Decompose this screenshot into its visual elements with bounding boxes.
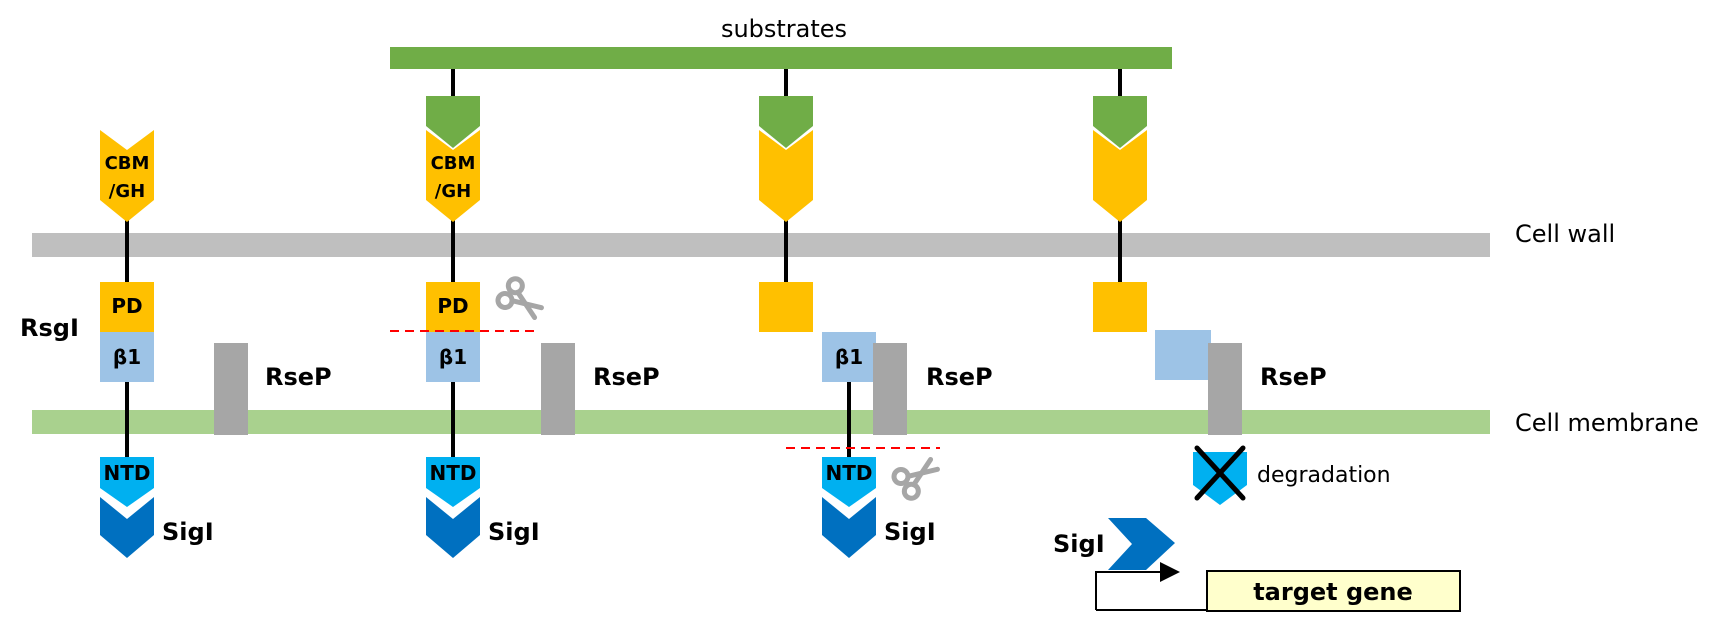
- svg-text:RseP: RseP: [265, 363, 332, 391]
- group-1: CBM /GH PD β1 RseP NTD SigI: [100, 130, 332, 558]
- svg-text:RseP: RseP: [593, 363, 660, 391]
- svg-text:PD: PD: [437, 294, 468, 318]
- svg-text:SigI: SigI: [884, 518, 936, 546]
- cross-icon: [1194, 445, 1246, 501]
- scissors-icon: [891, 456, 940, 501]
- rsep-protease: [1208, 343, 1242, 435]
- cbm-gh-domain: [426, 130, 480, 222]
- ntd-domain: [822, 457, 876, 507]
- substrate-binding-domain: [759, 96, 813, 148]
- target-gene-label: target gene: [1253, 578, 1413, 606]
- cell-membrane: [32, 410, 1490, 434]
- beta1-domain: [822, 332, 876, 382]
- beta1-domain: [426, 332, 480, 382]
- pd-domain: [759, 282, 813, 332]
- cbm-gh-domain: [1093, 130, 1147, 222]
- svg-text:/GH: /GH: [435, 181, 471, 202]
- ntd-domain: [100, 457, 154, 507]
- substrates-label: substrates: [721, 15, 847, 43]
- cell-membrane-label: Cell membrane: [1515, 409, 1699, 437]
- group-3: β1 RseP NTD SigI: [759, 69, 993, 558]
- degraded-ntd: [1193, 452, 1247, 505]
- rsep-protease: [873, 343, 907, 435]
- cbm-gh-domain: [759, 130, 813, 222]
- svg-text:PD: PD: [111, 294, 142, 318]
- ntd-domain: [426, 457, 480, 507]
- svg-text:/GH: /GH: [109, 181, 145, 202]
- scissors-icon: [495, 276, 544, 321]
- svg-text:SigI: SigI: [162, 518, 214, 546]
- sigi-factor: [426, 497, 480, 558]
- rsgi-label: RsgI: [20, 314, 79, 342]
- free-sigi-factor: [1108, 518, 1175, 570]
- beta1-domain: [100, 332, 154, 382]
- substrates-bar: [390, 47, 1172, 69]
- sigi-factor: [100, 497, 154, 558]
- degradation-label: degradation: [1257, 463, 1391, 488]
- pd-domain: [1093, 282, 1147, 332]
- svg-text:β1: β1: [113, 345, 141, 369]
- rsep-protease: [541, 343, 575, 435]
- group-2: CBM /GH PD β1 RseP NTD SigI: [390, 69, 660, 558]
- substrate-binding-domain: [1093, 96, 1147, 148]
- cell-wall-label: Cell wall: [1515, 220, 1615, 248]
- substrate-binding-domain: [426, 96, 480, 148]
- svg-text:CBM: CBM: [431, 153, 476, 174]
- svg-text:CBM: CBM: [105, 153, 150, 174]
- cell-wall: [32, 233, 1490, 257]
- svg-text:β1: β1: [439, 345, 467, 369]
- sigi-factor: [822, 497, 876, 558]
- svg-text:SigI: SigI: [488, 518, 540, 546]
- svg-text:RseP: RseP: [926, 363, 993, 391]
- cbm-gh-domain: [100, 130, 154, 222]
- beta1-fragment: [1155, 330, 1211, 380]
- svg-text:NTD: NTD: [104, 461, 151, 485]
- svg-text:β1: β1: [835, 345, 863, 369]
- rsep-protease: [214, 343, 248, 435]
- svg-text:NTD: NTD: [826, 461, 873, 485]
- svg-text:NTD: NTD: [430, 461, 477, 485]
- pd-domain: [426, 282, 480, 332]
- free-sigi-label: SigI: [1053, 530, 1105, 558]
- group-4: RseP degradation SigI target gene: [1053, 69, 1461, 612]
- target-gene-box: [1206, 570, 1461, 612]
- arrow-icon: [1095, 562, 1180, 610]
- pd-domain: [100, 282, 154, 332]
- svg-text:RseP: RseP: [1260, 363, 1327, 391]
